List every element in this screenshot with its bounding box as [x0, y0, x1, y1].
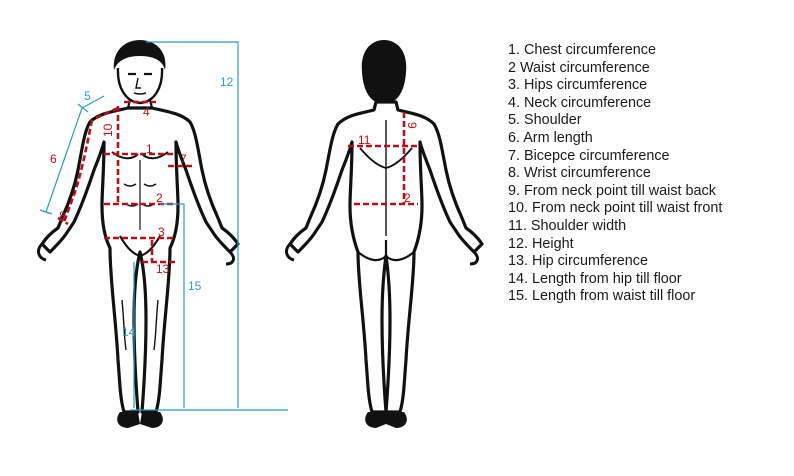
legend-item-7: 7. Bicepce circumference [508, 147, 670, 164]
front-figure [37, 40, 240, 428]
legend-item-9: 9. From neck point till waist back [508, 182, 716, 199]
label-waist: 2 [156, 191, 163, 205]
front-number-labels: 1 2 3 4 5 6 7 8 10 12 13 14 15 [50, 75, 234, 339]
back-figure [285, 40, 484, 428]
label-height: 12 [220, 75, 234, 89]
label-shoulder: 5 [84, 89, 91, 103]
legend-item-10: 10. From neck point till waist front [508, 200, 723, 217]
legend-item-6: 6. Arm length [508, 129, 593, 146]
label-bicep: 7 [180, 152, 187, 166]
legend-item-8: 8. Wrist circumference [508, 165, 651, 182]
label-back-length: 9 [405, 122, 419, 129]
waist-to-floor-line [160, 203, 185, 408]
legend-item-2: 2 Waist circumference [508, 59, 650, 76]
arm-line [62, 119, 94, 223]
label-hips: 3 [158, 225, 165, 239]
height-line [146, 41, 239, 408]
legend-item-5: 5. Shoulder [508, 112, 582, 129]
label-hip: 13 [156, 262, 170, 276]
label-arm: 6 [50, 152, 57, 166]
legend-item-1: 1. Chest circumference [508, 42, 656, 58]
label-hip-floor: 14 [122, 325, 136, 339]
label-waist-floor: 15 [188, 279, 202, 293]
legend-item-4: 4. Neck circumference [508, 94, 652, 111]
shoulder-line [95, 106, 119, 120]
measurement-legend: 1. Chest circumference 2 Waist circumfer… [508, 42, 722, 306]
label-back-waist: 2 [404, 191, 411, 205]
label-neck: 4 [143, 105, 150, 119]
label-shoulder-width: 11 [358, 133, 371, 147]
shoulder-span-line [45, 95, 105, 213]
front-red-measurements [57, 100, 192, 264]
label-wrist: 8 [59, 209, 66, 223]
legend-item-11: 11. Shoulder width [508, 217, 627, 234]
front-blue-measurements [39, 41, 288, 411]
label-front-length: 10 [101, 123, 115, 137]
legend-item-13: 13. Hip circumference [508, 253, 648, 270]
legend-item-14: 14. Length from hip till floor [508, 270, 682, 287]
back-number-labels: 11 9 2 [358, 122, 419, 205]
wrist-line [57, 216, 69, 226]
back-red-measurements [348, 112, 418, 206]
legend-item-15: 15. Length from waist till floor [508, 288, 696, 305]
label-chest: 1 [146, 142, 153, 156]
legend-item-3: 3. Hips circumference [508, 77, 648, 94]
legend-item-12: 12. Height [508, 235, 574, 252]
